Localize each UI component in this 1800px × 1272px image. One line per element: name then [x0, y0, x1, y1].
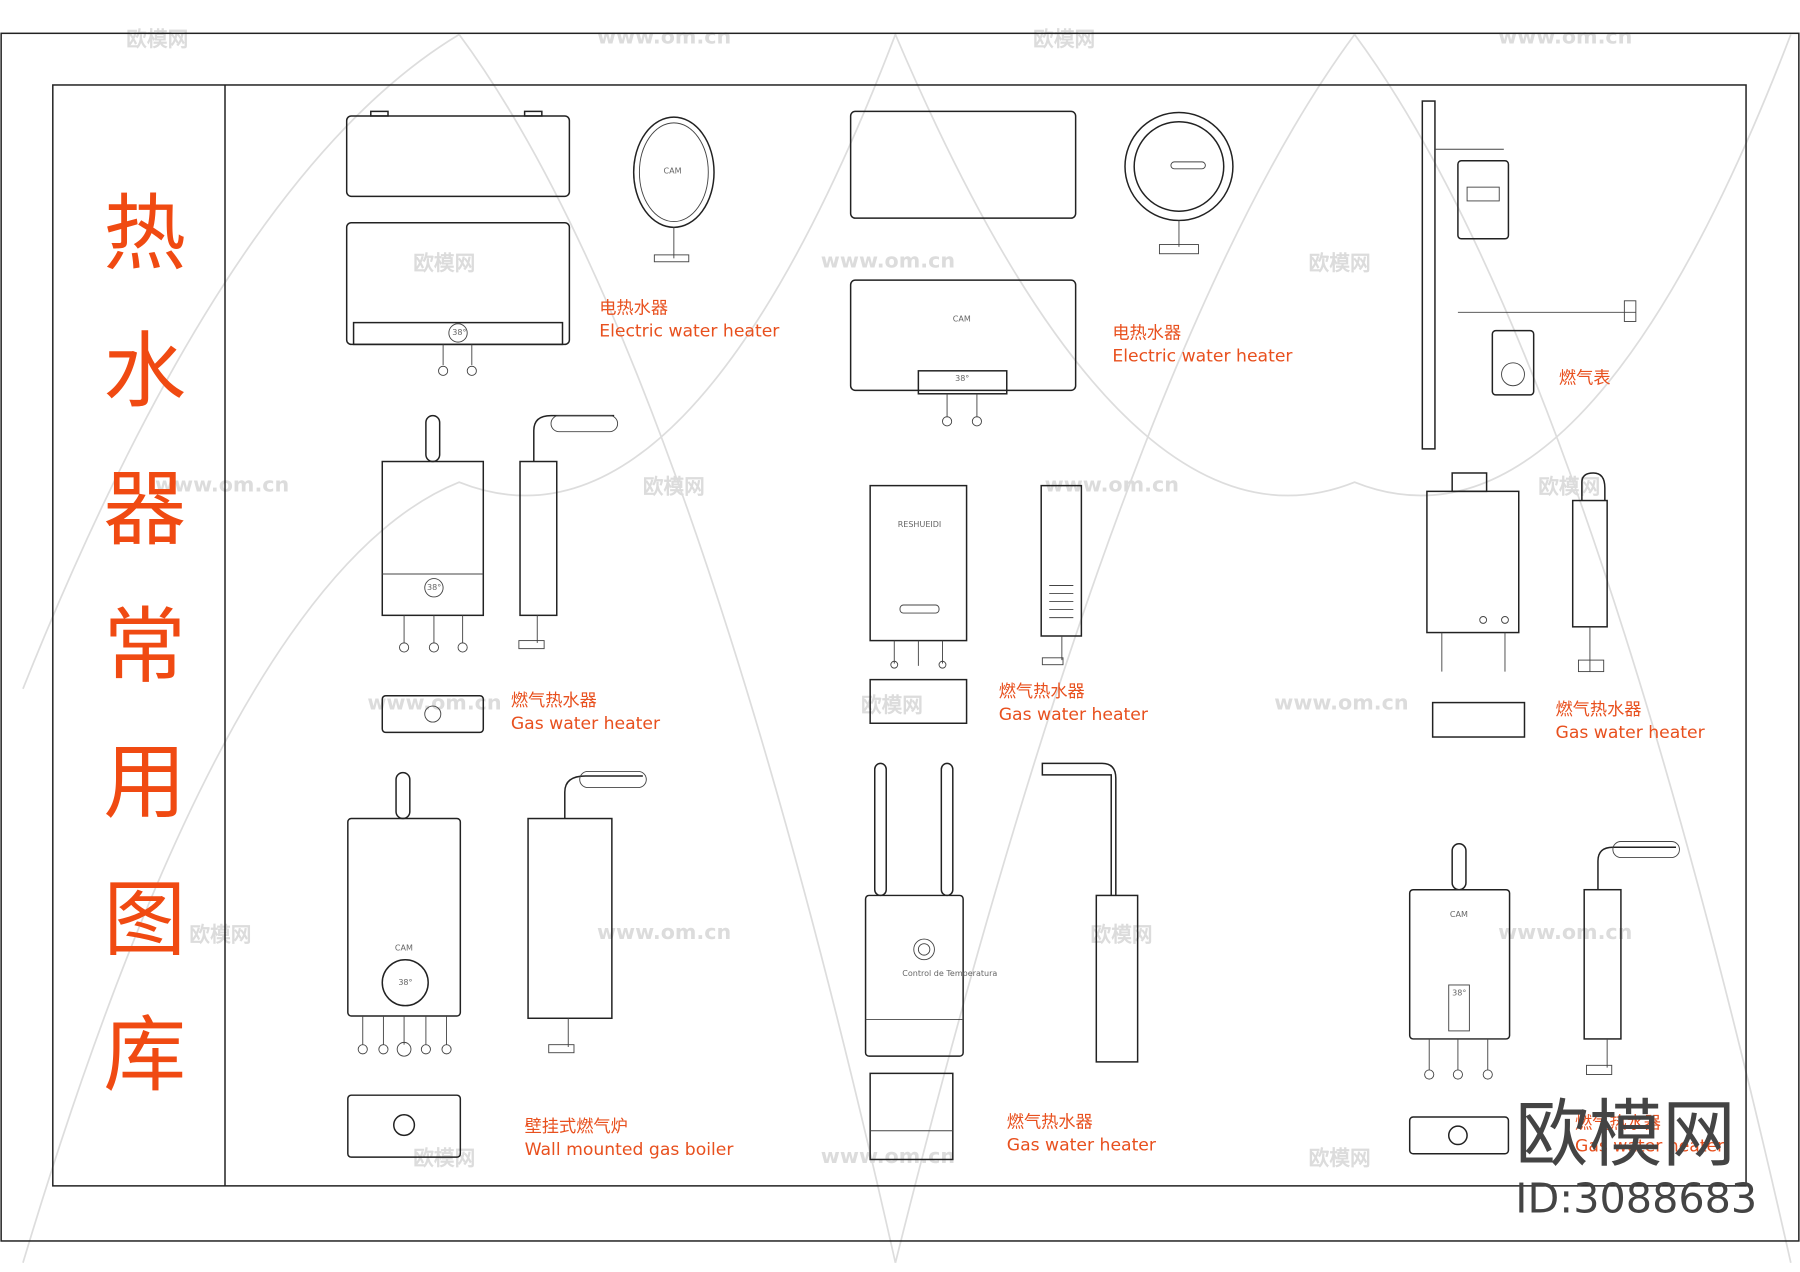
label-boiler-cn: 壁挂式燃气炉 — [525, 1117, 628, 1137]
watermark-site: www.om.cn — [597, 25, 731, 49]
watermark-site: www.om.cn — [1498, 25, 1632, 49]
title-char: 图 — [103, 872, 186, 968]
watermark-site: www.om.cn — [821, 249, 955, 273]
label-gas-2-cn: 燃气热水器 — [999, 682, 1085, 702]
title-char: 水 — [103, 324, 186, 420]
gas-meter — [1421, 100, 1637, 450]
temp-display: 38° — [398, 978, 412, 987]
title-char: 热 — [103, 186, 186, 282]
title-char: 库 — [103, 1008, 186, 1104]
watermark-site: www.om.cn — [1045, 472, 1179, 496]
watermark-logo-large: 欧模网 — [1515, 1092, 1735, 1177]
label-electric-1-cn: 电热水器 — [599, 298, 668, 318]
watermark-logo: 欧模网 — [413, 251, 475, 275]
label-gas-5-en: Gas water heater — [1575, 1136, 1725, 1156]
watermark-site: www.om.cn — [155, 472, 289, 496]
watermark-id: ID:3088683 — [1515, 1174, 1757, 1222]
watermark-logo: 欧模网 — [1309, 1146, 1371, 1170]
gas-water-heater-1: 38° — [381, 414, 619, 734]
electric-water-heater-1: 38° CAM — [345, 110, 715, 376]
temp-display: 38° — [452, 328, 466, 337]
title-char: 器 — [103, 461, 186, 557]
label-gas-1-en: Gas water heater — [511, 714, 661, 734]
gas-water-heater-4: Control de Temperatura — [864, 762, 1139, 1161]
label-electric-2-en: Electric water heater — [1112, 347, 1293, 367]
temp-display: 38° — [1452, 988, 1466, 997]
label-electric-1-en: Electric water heater — [599, 321, 780, 341]
watermark-logo: 欧模网 — [1538, 475, 1600, 499]
title-char: 用 — [103, 734, 186, 830]
outer-frame — [0, 32, 1800, 1242]
gas-water-heater-3 — [1426, 472, 1608, 738]
watermark-site: www.om.cn — [597, 920, 731, 944]
watermark-site: www.om.cn — [1274, 690, 1408, 714]
temp-display: 38° — [427, 583, 441, 592]
watermark-logo: 欧模网 — [126, 27, 188, 51]
watermark-logo: 欧模网 — [413, 1146, 475, 1170]
brand-text: CAM — [1450, 910, 1468, 919]
sheet-title: 热 水 器 常 用 图 库 — [103, 186, 186, 1104]
label-gas-3-en: Gas water heater — [1555, 723, 1705, 743]
watermark-logo: 欧模网 — [643, 475, 705, 499]
label-gas-4-cn: 燃气热水器 — [1007, 1112, 1093, 1132]
watermark-site: www.om.cn — [367, 690, 501, 714]
brand-text: CAM — [953, 314, 971, 323]
watermark-logo: 欧模网 — [1033, 27, 1095, 51]
gas-water-heater-5: CAM 38° — [1408, 841, 1680, 1155]
watermark-logo: 欧模网 — [189, 922, 251, 946]
label-gas-meter-cn: 燃气表 — [1559, 368, 1611, 388]
control-label: Control de Temperatura — [902, 969, 997, 978]
watermark-logo: 欧模网 — [1091, 922, 1153, 946]
label-gas-2-en: Gas water heater — [999, 705, 1149, 725]
label-gas-1-cn: 燃气热水器 — [511, 691, 597, 711]
label-gas-5-cn: 燃气热水器 — [1575, 1113, 1661, 1133]
label-boiler-en: Wall mounted gas boiler — [525, 1140, 735, 1160]
watermark-layer: 欧模网 www.om.cn 欧模网 www.om.cn 欧模网 www.om.c… — [22, 25, 1792, 1264]
inner-frame — [52, 84, 1747, 1187]
label-gas-4-en: Gas water heater — [1007, 1135, 1157, 1155]
watermark-site: www.om.cn — [821, 1144, 955, 1168]
gas-water-heater-2: RESHUEIDI — [869, 484, 1083, 724]
watermark-logo: 欧模网 — [861, 693, 923, 717]
brand-text: CAM — [395, 944, 413, 953]
watermark-site: www.om.cn — [1498, 920, 1632, 944]
brand-text: CAM — [664, 166, 682, 175]
title-char: 常 — [103, 599, 186, 695]
label-gas-3-cn: 燃气热水器 — [1555, 700, 1641, 720]
temp-display: 38° — [955, 374, 969, 383]
brand-text: RESHUEIDI — [898, 520, 942, 529]
watermark-logo: 欧模网 — [1309, 251, 1371, 275]
label-electric-2-cn: 电热水器 — [1112, 324, 1181, 344]
wall-mounted-gas-boiler: CAM 38° — [347, 771, 647, 1158]
electric-water-heater-2: CAM 38° — [849, 110, 1234, 427]
